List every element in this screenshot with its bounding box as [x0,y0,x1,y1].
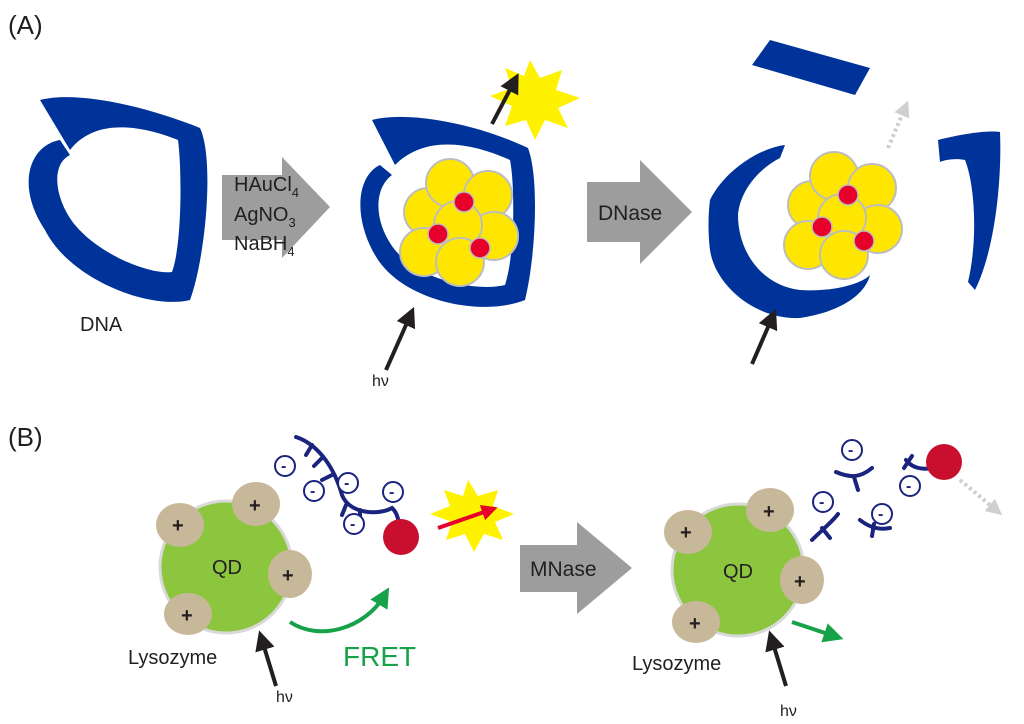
charge-minus-7: - [906,478,911,495]
reagent-nabh4-subscript: 4 [287,244,294,259]
lysozyme-label-2: Lysozyme [632,653,721,675]
gold-silver-nanocluster-1 [399,158,519,287]
reagent-nabh4: NaBH [234,233,287,255]
charge-minus-6: - [848,442,853,459]
qd-emission-arrow-icon [791,620,844,643]
reagent-list: HAuCl4 AgNO3 NaBH4 [234,174,299,259]
charge-minus-8: - [819,494,824,511]
excitation-arrow-2-icon [750,308,778,365]
acceptor-dye [383,519,419,555]
svg-text:AgNO3: AgNO3 [234,204,296,230]
charge-minus-5: - [389,484,394,501]
dna-fragments [708,40,1001,319]
light-label-b1: hν [276,689,293,706]
gold-silver-nanocluster-2 [783,151,903,280]
charge-minus-4: - [350,516,355,533]
charge-plus-2: + [249,495,261,517]
quenched-emission-arrow-icon [886,100,910,149]
panel-a-label: (A) [8,10,43,40]
reagent-agno3-subscript: 3 [288,215,295,230]
charge-minus-2: - [310,483,315,500]
dye-emission-arrow-icon [437,505,498,530]
phosphate-charges-1 [274,455,404,535]
charge-minus-1: - [281,458,286,475]
charge-plus-6: + [763,501,775,523]
emission-arrow-icon [490,73,519,125]
dnase-label: DNase [598,202,662,225]
excitation-arrow-3-icon [255,630,278,687]
excitation-arrow-4-icon [765,630,788,687]
charge-minus-9: - [878,506,883,523]
qd-label-1: QD [212,557,242,579]
panel-b-label: (B) [8,422,43,452]
charge-plus-3: + [282,565,294,587]
dna-label: DNA [80,314,123,336]
lysozyme-cluster-2 [664,488,824,643]
qd-label-2: QD [723,561,753,583]
released-dye-arrow-icon [958,478,1003,516]
reagent-agno3: AgNO [234,204,288,226]
phosphate-charges-2 [812,439,921,525]
fret-label: FRET [343,641,416,672]
mnase-label: MNase [530,558,597,581]
lysozyme-cluster-1 [156,482,312,635]
charge-plus-1: + [172,515,184,537]
charge-plus-8: + [689,613,701,635]
reagent-haucl4-subscript: 4 [292,185,299,200]
mnase-arrow [520,522,632,614]
dna-ribbon-loop [28,97,208,302]
charge-plus-5: + [680,522,692,544]
dna-fragments-b [810,454,934,542]
dnase-arrow [587,160,692,264]
svg-text:NaBH4: NaBH4 [234,233,295,259]
light-label-b2: hν [780,703,797,720]
excitation-arrow-icon [384,306,416,371]
svg-text:HAuCl4: HAuCl4 [234,174,299,200]
charge-minus-3: - [344,475,349,492]
synthesis-arrow [222,157,330,258]
reagent-haucl4: HAuCl [234,174,292,196]
charge-plus-7: + [794,571,806,593]
light-label: hν [372,373,389,390]
lysozyme-label-1: Lysozyme [128,647,217,669]
released-dye [926,444,962,480]
charge-plus-4: + [181,605,193,627]
fret-arrow-icon [288,587,390,634]
